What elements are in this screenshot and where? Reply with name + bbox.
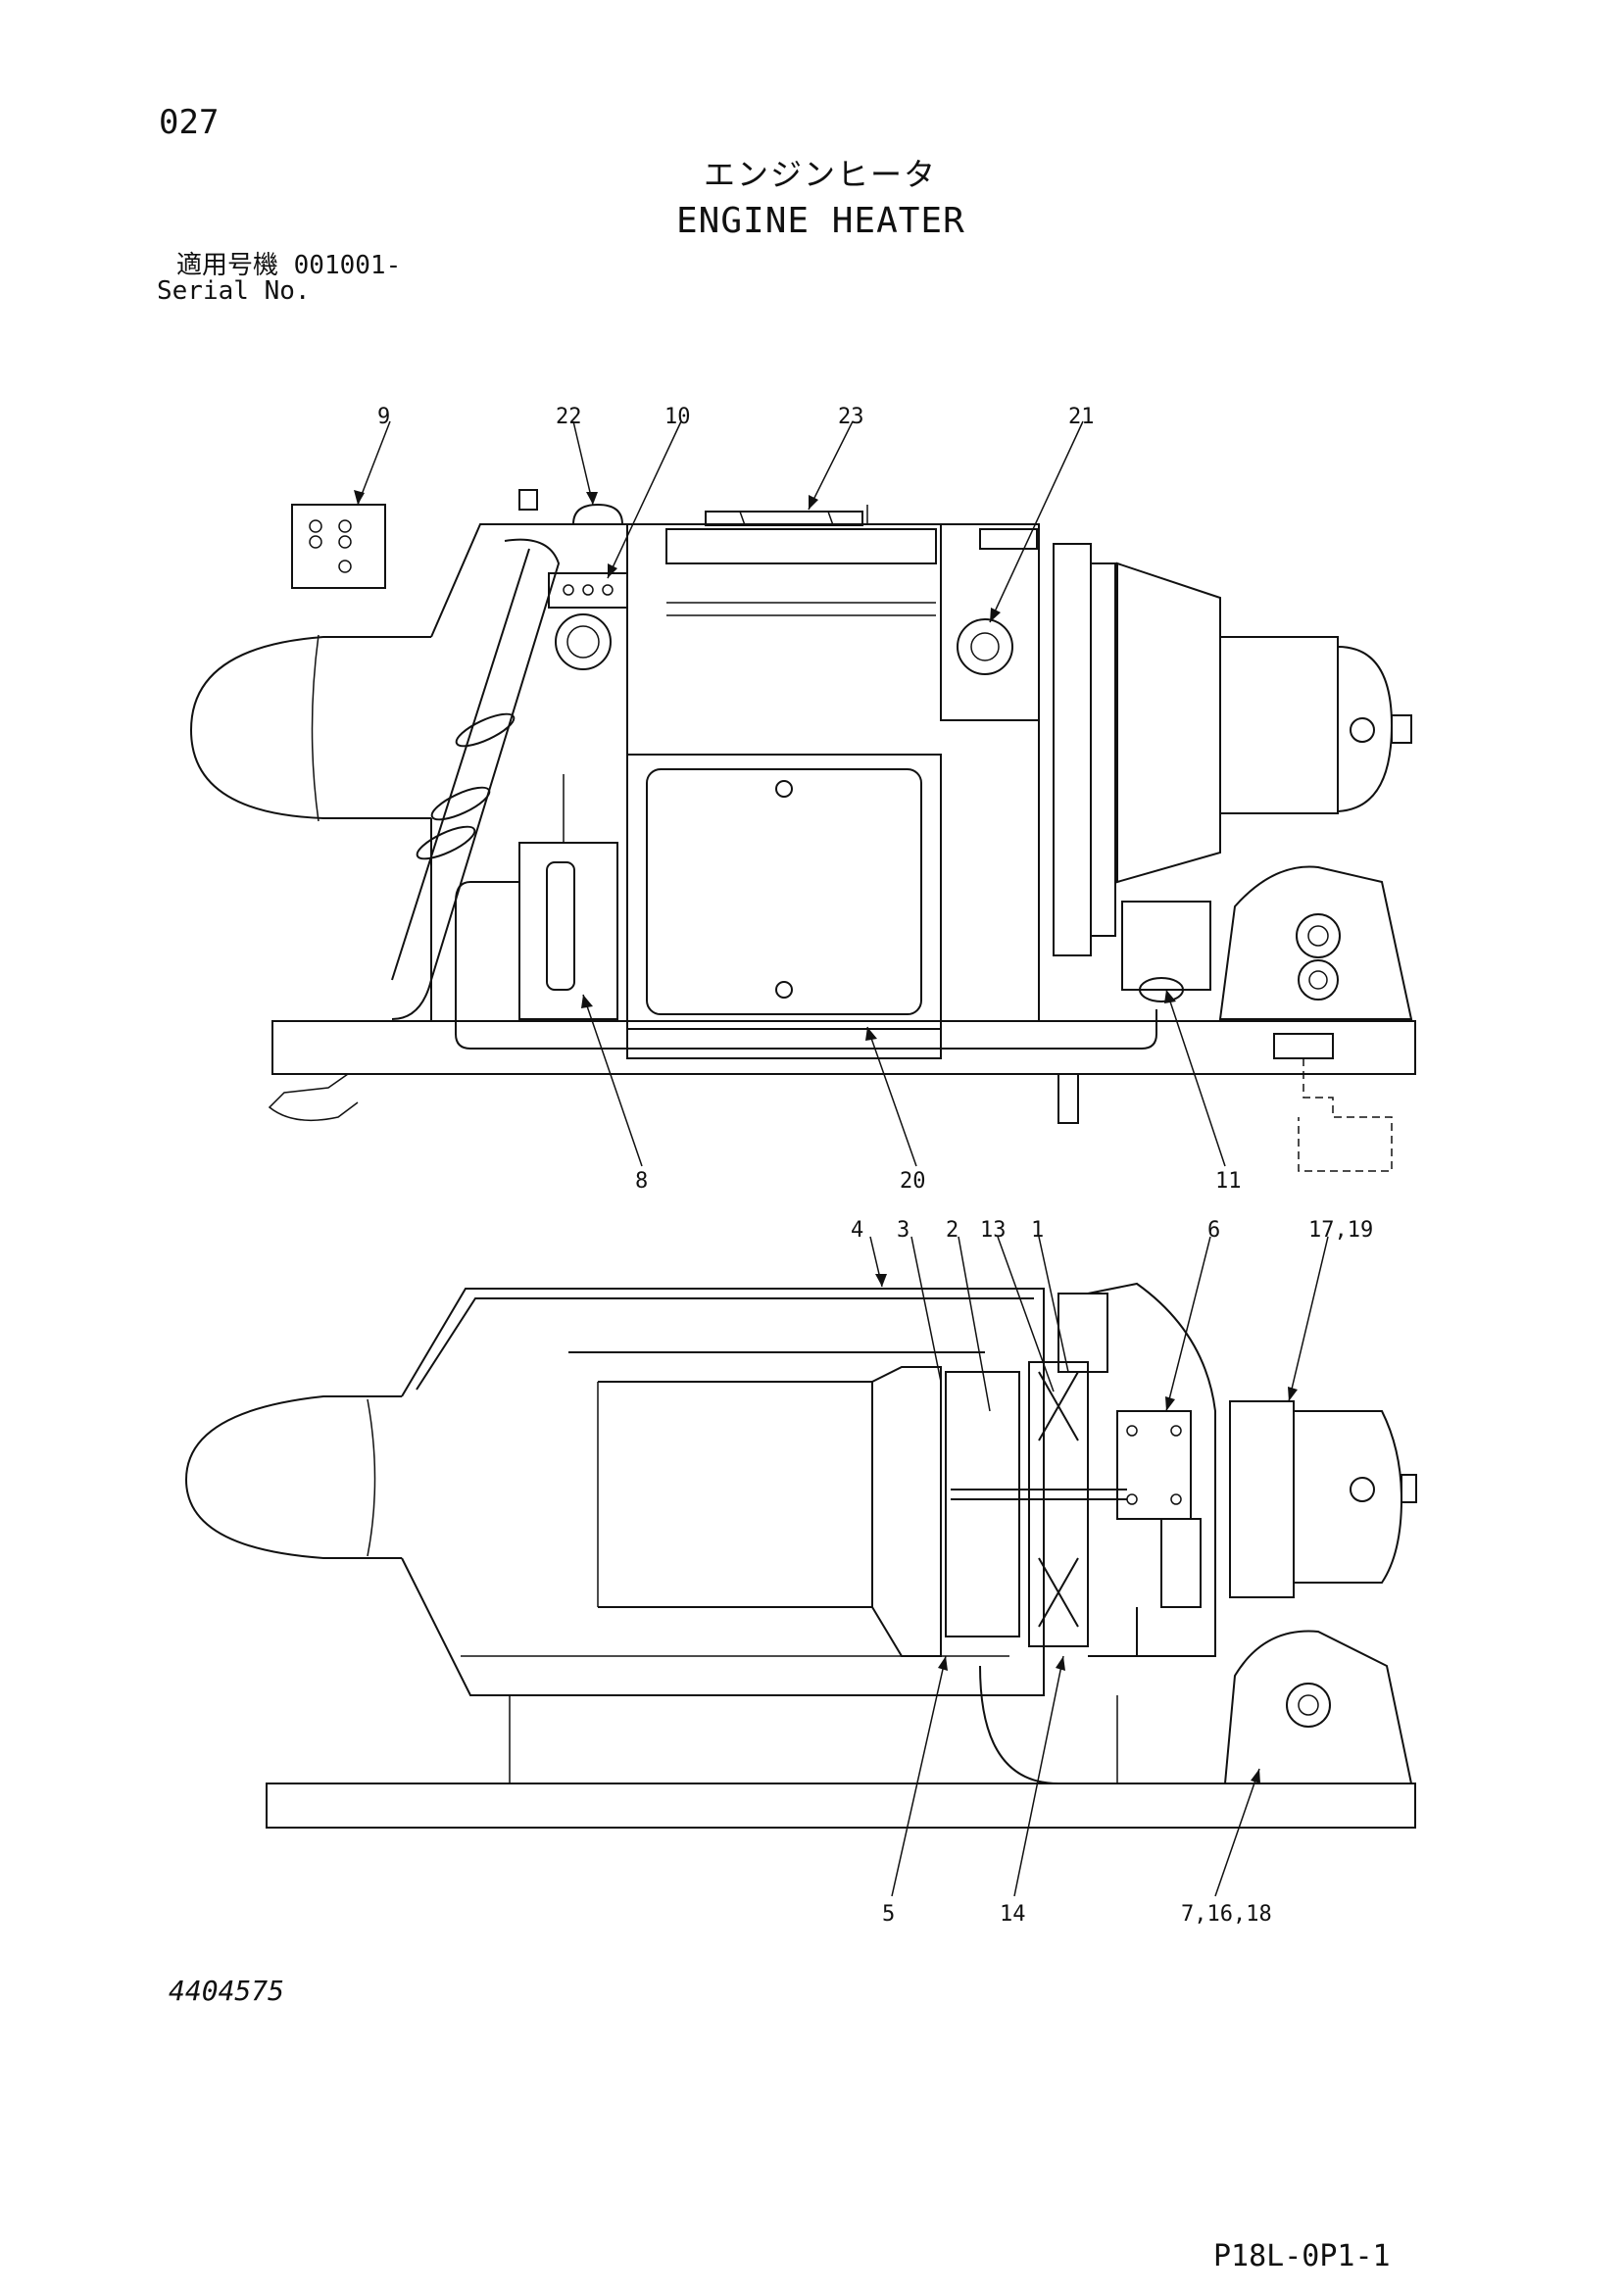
callout-6: 6 [1207,1218,1220,1243]
callout-23: 23 [838,405,864,429]
drain-handle [268,1073,359,1122]
burner-plate [945,1371,1020,1637]
page-number: 027 [159,103,220,142]
callout-20: 20 [900,1169,926,1194]
callout-3: 3 [897,1218,909,1243]
page-title: ENGINE HEATER [676,201,965,241]
callout-21: 21 [1068,405,1095,429]
base-plate-section [266,1783,1416,1829]
heater-body [626,523,1040,1022]
callout-13: 13 [980,1218,1007,1243]
bottom-view-assembly [184,1236,1417,1897]
fuel-pump-section [1116,1410,1192,1520]
housing-cutaway [401,1288,1045,1696]
fuel-line [455,881,1157,1050]
catalog-number: 4404575 [169,1975,285,2007]
exhaust-dome-section [184,1395,402,1559]
callout-10: 10 [664,405,691,429]
callout-4: 4 [851,1218,863,1243]
exhaust-pipe [391,538,561,1020]
page-code: P18L-0P1-1 [1213,2239,1391,2273]
callout-2: 2 [946,1218,958,1243]
heater-housing [430,523,628,1021]
fuel-filter [518,842,618,1020]
pipe-clamp [548,572,628,609]
callout-9: 9 [377,405,390,429]
callout-7-16-18: 7,16,18 [1181,1902,1272,1927]
exhaust-dome [189,636,431,819]
motor-body-section [1229,1400,1295,1598]
callout-22: 22 [556,405,582,429]
heater-flange [1053,543,1092,956]
serial-applicable-label: 適用号機 001001- [176,251,402,280]
blower-motor-section [1223,1630,1413,1784]
page-title-japanese: エンジンヒータ [704,156,938,193]
mounting-bracket [291,504,386,589]
callout-14: 14 [1000,1902,1026,1927]
filler-cap [572,503,623,525]
callout-8: 8 [635,1169,648,1194]
callout-1: 1 [1031,1218,1044,1243]
serial-number-label: Serial No. [157,276,311,306]
callout-17-19: 17,19 [1308,1218,1373,1243]
callout-11: 11 [1215,1169,1242,1194]
combustion-chamber [871,1366,942,1657]
fuel-pump [1121,901,1211,991]
callout-5: 5 [882,1902,895,1927]
top-view-assembly [189,420,1416,1172]
blower-motor [1218,865,1413,1020]
combustion-fan [1116,562,1221,884]
temperature-valve [957,618,1013,675]
